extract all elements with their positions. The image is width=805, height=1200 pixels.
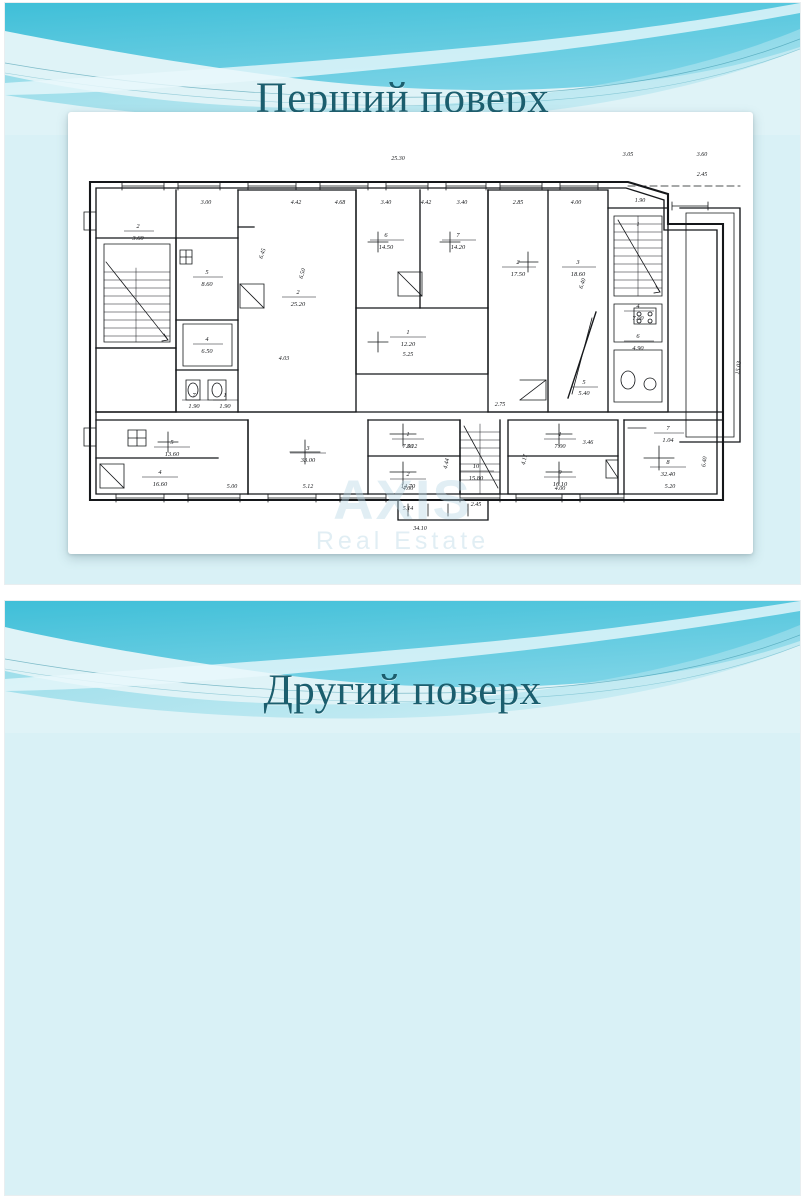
svg-text:3.12: 3.12: [406, 444, 418, 450]
svg-text:2: 2: [516, 259, 520, 266]
svg-text:4: 4: [205, 336, 209, 343]
page-title-2: Другий поверх: [263, 666, 542, 714]
svg-text:4.03: 4.03: [279, 355, 290, 362]
svg-text:3.46: 3.46: [582, 439, 594, 446]
svg-text:6.40: 6.40: [700, 456, 708, 467]
svg-text:6.50: 6.50: [299, 268, 308, 280]
svg-text:2.45: 2.45: [697, 171, 708, 178]
svg-text:5.12: 5.12: [303, 484, 314, 490]
svg-text:4: 4: [636, 303, 640, 310]
svg-text:2: 2: [136, 223, 140, 230]
svg-text:4.00: 4.00: [403, 485, 414, 492]
room-labels: 2 3.60 5 8.60 4 6.50 7 1.90 1 1.90: [124, 221, 686, 490]
svg-text:2: 2: [406, 471, 410, 478]
svg-text:4.44: 4.44: [442, 458, 451, 470]
svg-text:1: 1: [406, 431, 409, 438]
svg-text:7: 7: [456, 232, 460, 239]
first-floor-plan-image: 2 3.60 5 8.60 4 6.50 7 1.90 1 1.90: [68, 112, 753, 554]
svg-text:5.20: 5.20: [665, 484, 676, 490]
first-floor-drawing: 2 3.60 5 8.60 4 6.50 7 1.90 1 1.90: [83, 152, 743, 532]
svg-text:3: 3: [305, 445, 309, 452]
svg-text:5.00: 5.00: [227, 484, 238, 490]
svg-text:4.00: 4.00: [555, 485, 566, 492]
svg-text:15.03: 15.03: [735, 361, 743, 375]
svg-text:13.60: 13.60: [165, 451, 180, 458]
svg-text:3: 3: [575, 259, 579, 266]
svg-text:25.20: 25.20: [291, 301, 306, 308]
svg-text:1: 1: [406, 329, 409, 336]
svg-text:5.40: 5.40: [578, 390, 590, 397]
svg-text:1.90: 1.90: [219, 403, 231, 410]
svg-text:17.50: 17.50: [511, 271, 526, 278]
svg-text:3.40: 3.40: [456, 199, 468, 206]
svg-text:4.68: 4.68: [335, 199, 346, 206]
svg-text:16.10: 16.10: [553, 481, 568, 488]
svg-text:10: 10: [473, 463, 480, 470]
svg-text:3.05: 3.05: [622, 152, 634, 158]
svg-text:25.30: 25.30: [391, 156, 405, 162]
svg-text:2: 2: [296, 289, 300, 296]
svg-text:33.00: 33.00: [300, 457, 316, 464]
svg-text:12.20: 12.20: [401, 341, 416, 348]
svg-text:5.14: 5.14: [403, 505, 414, 512]
svg-text:18.60: 18.60: [571, 271, 586, 278]
svg-text:15.80: 15.80: [469, 475, 484, 482]
svg-text:4.90: 4.90: [632, 345, 644, 352]
svg-text:3.40: 3.40: [380, 199, 392, 206]
svg-text:16.60: 16.60: [153, 481, 168, 488]
svg-text:3.00: 3.00: [200, 200, 212, 206]
svg-text:1: 1: [636, 221, 639, 228]
svg-text:6.40: 6.40: [578, 277, 588, 289]
svg-text:7.00: 7.00: [632, 315, 644, 322]
slide-first-floor: Перший поверх: [4, 2, 801, 585]
dimension-labels: 25.30 3.05 3.60 2.45 1.90 3.00 4.42 4.68…: [200, 152, 743, 532]
svg-text:14.70: 14.70: [401, 483, 416, 490]
svg-text:5.25: 5.25: [403, 352, 414, 358]
svg-text:5: 5: [582, 379, 585, 386]
svg-text:1: 1: [223, 392, 226, 399]
svg-text:4.17: 4.17: [520, 453, 529, 466]
svg-text:8.60: 8.60: [201, 281, 213, 288]
svg-text:4.00: 4.00: [571, 199, 582, 206]
slide-second-floor: Другий поверх: [4, 600, 801, 1196]
svg-text:4.42: 4.42: [421, 199, 432, 206]
svg-text:6.50: 6.50: [201, 348, 213, 355]
svg-text:1: 1: [558, 431, 561, 438]
svg-text:5: 5: [170, 439, 173, 446]
svg-text:3.60: 3.60: [131, 235, 144, 242]
svg-text:6.45: 6.45: [258, 247, 268, 259]
svg-text:14.20: 14.20: [451, 244, 466, 251]
svg-text:1.04: 1.04: [662, 437, 674, 444]
svg-text:14.50: 14.50: [379, 244, 394, 251]
svg-text:1.90: 1.90: [635, 198, 646, 204]
svg-text:1.90: 1.90: [188, 403, 200, 410]
svg-text:2.45: 2.45: [471, 501, 482, 508]
svg-text:9: 9: [558, 469, 562, 476]
svg-text:3.60: 3.60: [696, 152, 708, 158]
svg-text:6: 6: [384, 232, 388, 239]
svg-text:32.40: 32.40: [660, 471, 676, 478]
svg-text:2.75: 2.75: [495, 402, 506, 408]
svg-text:7: 7: [192, 392, 196, 399]
svg-text:4: 4: [158, 469, 162, 476]
svg-text:7.00: 7.00: [402, 443, 414, 450]
svg-text:5: 5: [205, 269, 208, 276]
svg-text:4.42: 4.42: [291, 199, 302, 206]
svg-text:8: 8: [666, 459, 670, 466]
svg-text:34.10: 34.10: [412, 525, 427, 532]
svg-text:2.85: 2.85: [513, 200, 524, 206]
svg-text:7.00: 7.00: [554, 443, 566, 450]
svg-text:6: 6: [636, 333, 640, 340]
svg-text:7: 7: [666, 425, 670, 432]
